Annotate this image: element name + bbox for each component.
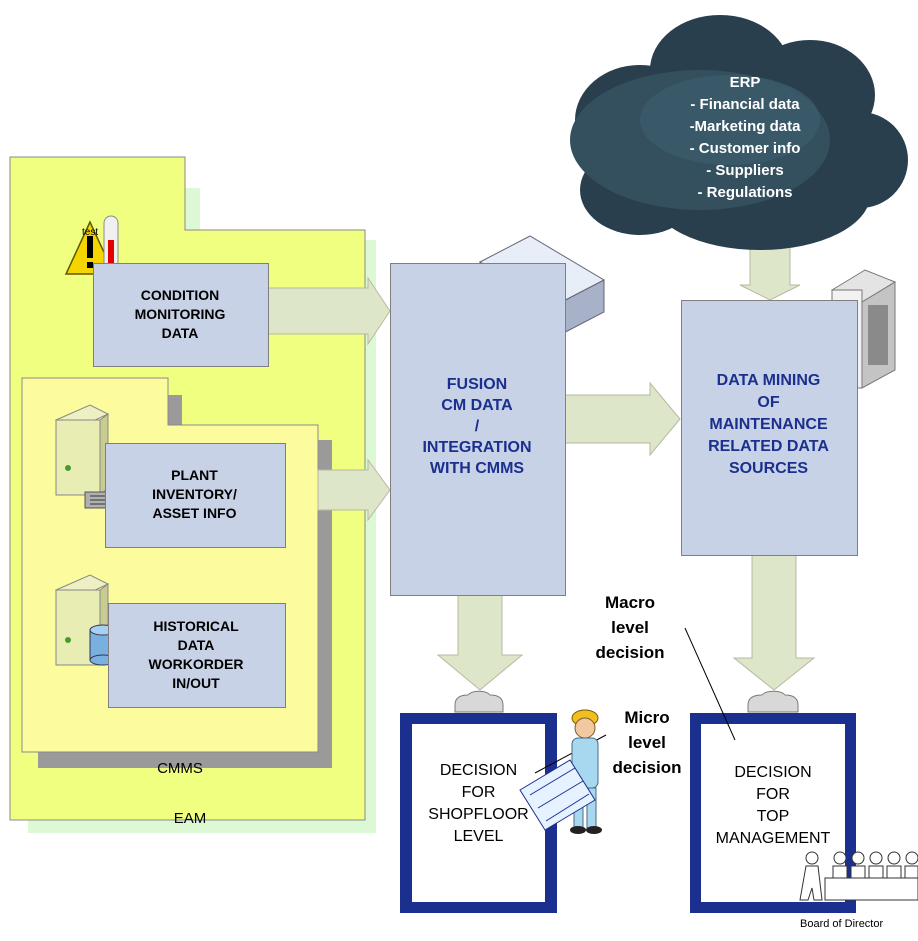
decision-shopfloor-label: DECISION FOR SHOPFLOOR LEVEL xyxy=(428,762,529,845)
arrow-mining-down xyxy=(732,554,816,691)
thermometer-label: test xyxy=(82,227,99,238)
arrow-erp-to-mining xyxy=(739,244,801,301)
clipboard-shopfloor xyxy=(400,690,557,913)
historical-data-box xyxy=(108,603,286,708)
board-of-directors-icon xyxy=(799,851,918,901)
macro-leader-line xyxy=(684,627,736,741)
macro-decision-label: Macro level decision xyxy=(595,593,665,662)
fusion-box xyxy=(390,263,566,596)
micro-decision-label: Micro level decision xyxy=(612,708,682,777)
plant-inventory-box xyxy=(105,443,286,548)
board-of-director-label: Board of Director xyxy=(800,918,884,930)
data-mining-label: DATA MINING OF MAINTENANCE RELATED DATA … xyxy=(708,372,829,477)
fusion-label: FUSION CM DATA / INTEGRATION WITH CMMS xyxy=(422,376,532,477)
decision-top-label: DECISION FOR TOP MANAGEMENT xyxy=(715,764,831,847)
arrow-inventory-to-fusion xyxy=(317,458,391,522)
eam-label: EAM xyxy=(173,810,207,827)
erp-cloud xyxy=(570,15,908,250)
arrow-fusion-to-mining xyxy=(563,381,681,457)
server-icon xyxy=(54,404,126,509)
arrow-fusion-down xyxy=(436,594,524,691)
condition-monitoring-box xyxy=(93,263,269,367)
data-mining-box xyxy=(681,300,858,556)
plant-inventory-label: PLANT INVENTORY/ ASSET INFO xyxy=(152,467,237,521)
database-server-icon xyxy=(54,574,117,667)
cmms-label: CMMS xyxy=(157,760,203,777)
arrow-cm-to-fusion xyxy=(267,276,391,346)
condition-monitoring-label: CONDITION MONITORING DATA xyxy=(134,287,226,341)
erp-label: ERP - Financial data -Marketing data - C… xyxy=(689,74,801,201)
historical-data-label: HISTORICAL DATA WORKORDER IN/OUT xyxy=(148,618,244,691)
engineer-icon xyxy=(519,709,602,834)
